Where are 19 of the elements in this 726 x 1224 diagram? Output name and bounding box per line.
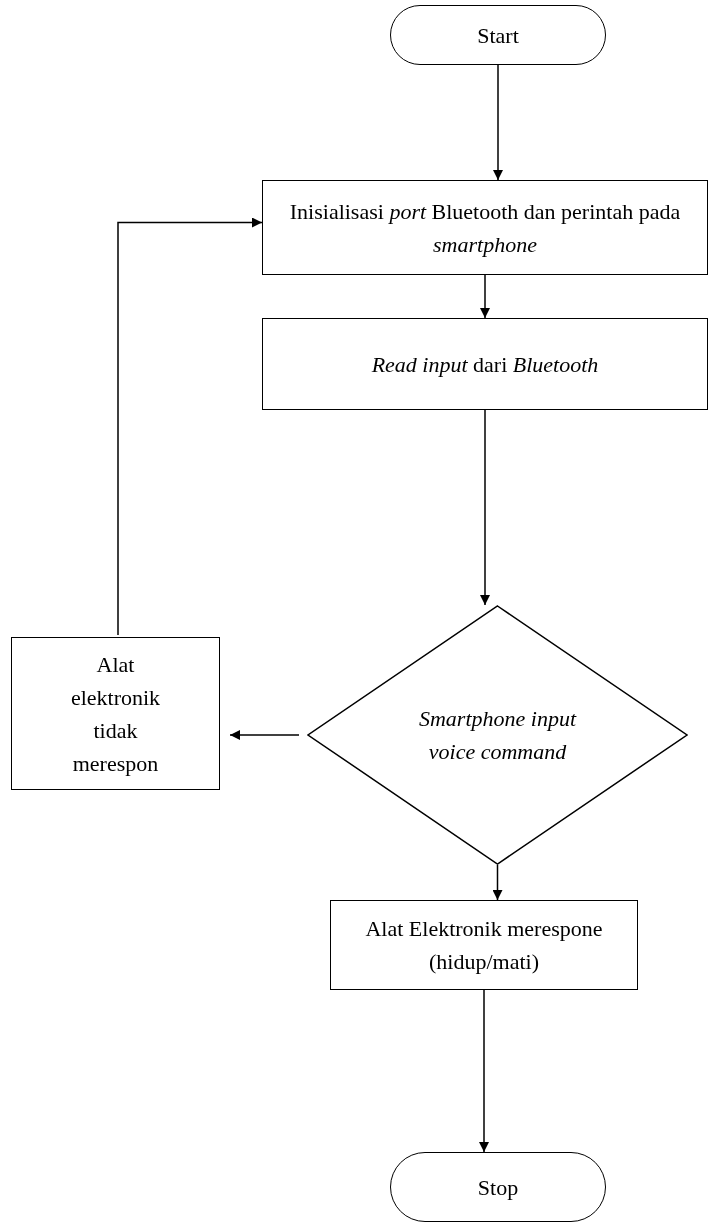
process-box bbox=[11, 637, 220, 790]
decision-diamond bbox=[307, 605, 688, 865]
process-box bbox=[330, 900, 638, 990]
node-text: Start bbox=[477, 21, 519, 50]
node-text: Stop bbox=[477, 1173, 519, 1202]
process-box bbox=[262, 318, 708, 410]
arrow bbox=[492, 864, 503, 901]
arrow bbox=[479, 989, 489, 1153]
arrow bbox=[493, 64, 503, 181]
arrow bbox=[229, 730, 300, 740]
arrow bbox=[480, 274, 490, 319]
node-text: Inisialisasi port Bluetooth dan perintah pada smartphone bbox=[288, 197, 682, 259]
arrow bbox=[480, 409, 490, 606]
node-text: Smartphone input voice command bbox=[417, 705, 578, 766]
node-text: Read input dari Bluetooth bbox=[371, 350, 599, 379]
process-box bbox=[262, 180, 708, 275]
node-text: Alat elektronik tidak merespon bbox=[69, 650, 162, 778]
arrow bbox=[117, 217, 263, 636]
node-text: Alat Elektronik merespone (hidup/mati) bbox=[364, 915, 604, 976]
